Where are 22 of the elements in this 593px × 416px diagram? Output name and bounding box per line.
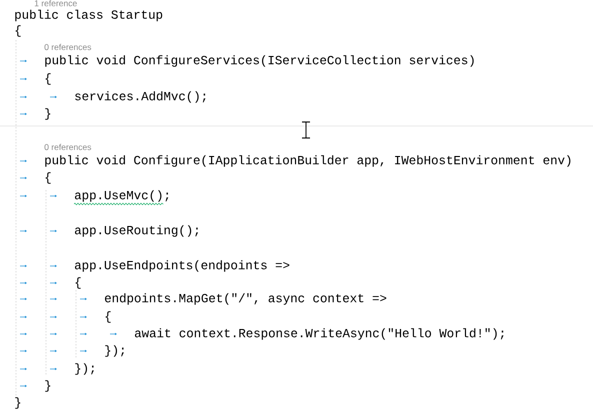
code-line: endpoints.MapGet("/", async context =>: [105, 293, 386, 305]
code-line: public void Configure(IApplicationBuilder app, IWebHostEnvironment env): [45, 155, 570, 167]
code-line: {: [106, 311, 111, 323]
code-line: }: [45, 380, 50, 392]
code-line: }: [45, 108, 50, 120]
code-line: });: [105, 345, 124, 357]
code-line: {: [16, 25, 21, 37]
code-line: });: [75, 363, 94, 375]
code-line: app.UseRouting();: [74, 225, 198, 237]
code-line: app.UseEndpoints(endpoints =>: [74, 260, 290, 272]
code-line: services.AddMvc();: [75, 91, 206, 103]
code-line: public class Startup: [15, 10, 162, 22]
code-line: app.UseMvc();: [74, 190, 168, 202]
code-line: public void ConfigureServices(IServiceCollection services): [45, 55, 474, 67]
reference-count: 1 reference: [34, 0, 77, 6]
code-line: {: [46, 73, 51, 85]
code-line: {: [76, 277, 81, 289]
reference-count: 0 references: [44, 144, 92, 150]
code-line: await context.Response.WriteAsync("Hello World!");: [134, 328, 504, 340]
code-line: {: [46, 172, 51, 184]
code-line: }: [15, 397, 20, 409]
reference-count: 0 references: [44, 44, 92, 50]
